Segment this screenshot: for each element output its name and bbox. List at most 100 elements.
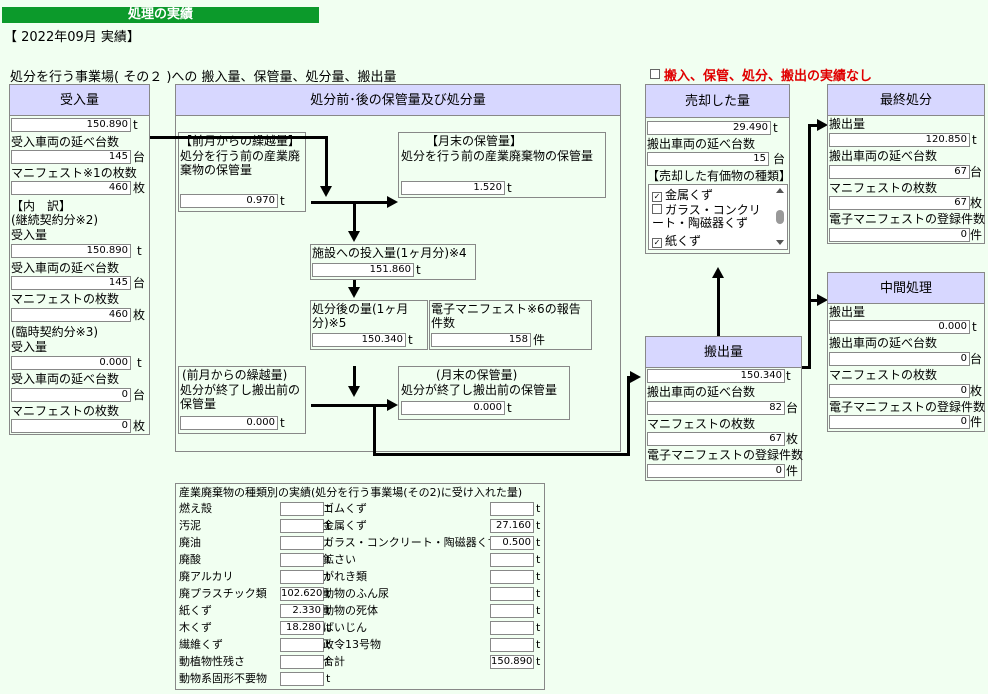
waste-type-value[interactable]	[280, 672, 324, 686]
temp-vehicles-label: 受入車両の延べ台数	[11, 372, 120, 386]
receive-manifest-field[interactable]: 460	[11, 181, 131, 195]
temp-amount-label: 受入量	[11, 340, 48, 354]
flow-arrow-down1	[320, 186, 332, 197]
temp-manifest-field[interactable]: 0	[11, 419, 131, 433]
sold-type-paper[interactable]: ✓紙くず	[652, 234, 702, 248]
waste-type-value[interactable]	[280, 655, 324, 669]
final-e-manifest-field[interactable]: 0	[829, 228, 970, 242]
intermediate-vehicles-unit: 台	[970, 352, 983, 366]
waste-type-label: 燃え殻	[179, 502, 212, 515]
after-field[interactable]: 150.340	[312, 333, 406, 347]
month-end-after-field[interactable]: 0.000	[401, 401, 505, 415]
waste-type-label: 動物系固形不要物	[179, 672, 267, 685]
waste-type-value[interactable]	[280, 553, 324, 567]
month-end-after-desc: 処分が終了し搬出前の保管量	[401, 383, 558, 397]
final-amount-unit: t	[972, 133, 977, 147]
checkbox-checked-icon[interactable]: ✓	[652, 192, 662, 202]
waste-type-value[interactable]	[280, 536, 324, 550]
sold-type-metal[interactable]: ✓金属くず	[652, 188, 714, 202]
cont-manifest-field[interactable]: 460	[11, 308, 131, 322]
cont-amount-field[interactable]: 150.890	[11, 244, 131, 258]
waste-type-value[interactable]: 102.620	[280, 587, 324, 601]
sold-amount-field[interactable]: 29.490	[647, 121, 771, 135]
waste-type-label: 鉱さい	[323, 553, 356, 566]
cont-vehicles-field[interactable]: 145	[11, 276, 131, 290]
waste-type-label: 汚泥	[179, 519, 201, 532]
intermediate-manifest-field[interactable]: 0	[829, 384, 970, 398]
final-title: 最終処分	[828, 85, 984, 116]
outbound-e-manifest-field[interactable]: 0	[647, 464, 785, 478]
waste-type-label: 廃酸	[179, 553, 201, 566]
carry-before-field[interactable]: 0.970	[180, 194, 278, 208]
waste-type-unit: t	[326, 638, 331, 651]
waste-type-value[interactable]	[490, 604, 534, 618]
sold-vehicles-field[interactable]: 15	[647, 152, 769, 166]
intermediate-title: 中間処理	[828, 273, 984, 304]
sold-title: 売却した量	[646, 85, 789, 118]
checkbox-icon[interactable]	[652, 204, 662, 214]
waste-type-value[interactable]	[280, 638, 324, 652]
checkbox-icon[interactable]	[650, 69, 660, 79]
waste-type-value[interactable]	[490, 587, 534, 601]
waste-type-label: ガラス・コンクリート・陶磁器くず	[323, 536, 499, 549]
intermediate-amount-field[interactable]: 0.000	[829, 320, 970, 334]
no-data-checkbox[interactable]: 搬入、保管、処分、搬出の実績なし	[650, 65, 872, 84]
waste-type-label: 廃プラスチック類	[179, 587, 267, 600]
waste-type-value[interactable]	[490, 502, 534, 516]
waste-type-value[interactable]: 0.500	[490, 536, 534, 550]
waste-type-value[interactable]	[490, 553, 534, 567]
outbound-vehicles-field[interactable]: 82	[647, 401, 785, 415]
waste-types-panel: 産業廃棄物の種類別の実績(処分を行う事業場(その2)に受け入れた量) 燃え殻 t 汚…	[175, 483, 545, 690]
final-e-manifest-unit: 件	[970, 228, 983, 242]
waste-type-value[interactable]	[490, 570, 534, 584]
receive-amount-field[interactable]: 150.890	[11, 118, 131, 132]
cont-manifest-unit: 枚	[133, 308, 146, 322]
receive-panel: 受入量	[9, 84, 150, 435]
listbox-scrollbar[interactable]	[774, 186, 786, 248]
waste-type-value[interactable]	[490, 638, 534, 652]
month-end-before-field[interactable]: 1.520	[401, 181, 505, 195]
temp-vehicles-field[interactable]: 0	[11, 388, 131, 402]
waste-type-value[interactable]	[280, 570, 324, 584]
waste-types-title: 産業廃棄物の種類別の実績(処分を行う事業場(その2)に受け入れた量)	[179, 486, 523, 499]
receive-vehicles-field[interactable]: 145	[11, 150, 131, 164]
month-end-after-title: (月末の保管量)	[436, 368, 518, 382]
receive-amount-unit: t	[133, 118, 138, 132]
input-field[interactable]: 151.860	[312, 263, 414, 277]
intermediate-vehicles-field[interactable]: 0	[829, 352, 970, 366]
waste-type-value[interactable]: 27.160	[490, 519, 534, 533]
cont-vehicles-unit: 台	[133, 276, 146, 290]
scroll-up-icon[interactable]	[776, 188, 784, 193]
waste-type-value[interactable]: 2.330	[280, 604, 324, 618]
period-label: 【 2022年09月 実績】	[4, 30, 140, 45]
waste-type-value[interactable]: 18.280	[280, 621, 324, 635]
waste-type-value[interactable]: 150.890	[490, 655, 534, 669]
sold-types-listbox[interactable]: ✓金属くず ガラス・コンクリート・陶磁器くず ✓紙くず	[648, 184, 788, 250]
outbound-manifest-field[interactable]: 67	[647, 432, 785, 446]
carry-after-field[interactable]: 0.000	[180, 416, 278, 430]
intermediate-e-manifest-field[interactable]: 0	[829, 415, 970, 429]
page-title: 処理の実績	[2, 7, 319, 23]
waste-type-value[interactable]	[280, 519, 324, 533]
waste-type-value[interactable]	[490, 621, 534, 635]
e-manifest-field[interactable]: 158	[431, 333, 531, 347]
final-amount-label: 搬出量	[829, 117, 866, 131]
final-manifest-field[interactable]: 67	[829, 196, 970, 210]
outbound-vehicles-unit: 台	[786, 401, 799, 415]
scroll-thumb[interactable]	[776, 210, 784, 224]
sold-type-glass[interactable]: ガラス・コンクリート・陶磁器くず	[652, 203, 761, 230]
temporary-contract-label: (臨時契約分※3)	[11, 325, 99, 339]
waste-type-value[interactable]	[280, 502, 324, 516]
outbound-amount-field[interactable]: 150.340	[647, 369, 785, 383]
temp-amount-field[interactable]: 0.000	[11, 356, 131, 370]
waste-type-unit: t	[536, 604, 541, 617]
scroll-down-icon[interactable]	[776, 240, 784, 245]
checkbox-checked-icon[interactable]: ✓	[652, 238, 662, 248]
final-amount-field[interactable]: 120.850	[829, 133, 970, 147]
final-manifest-label: マニフェストの枚数	[829, 181, 938, 195]
final-vehicles-field[interactable]: 67	[829, 165, 970, 179]
outbound-vehicles-label: 搬出車両の延べ台数	[647, 385, 756, 399]
